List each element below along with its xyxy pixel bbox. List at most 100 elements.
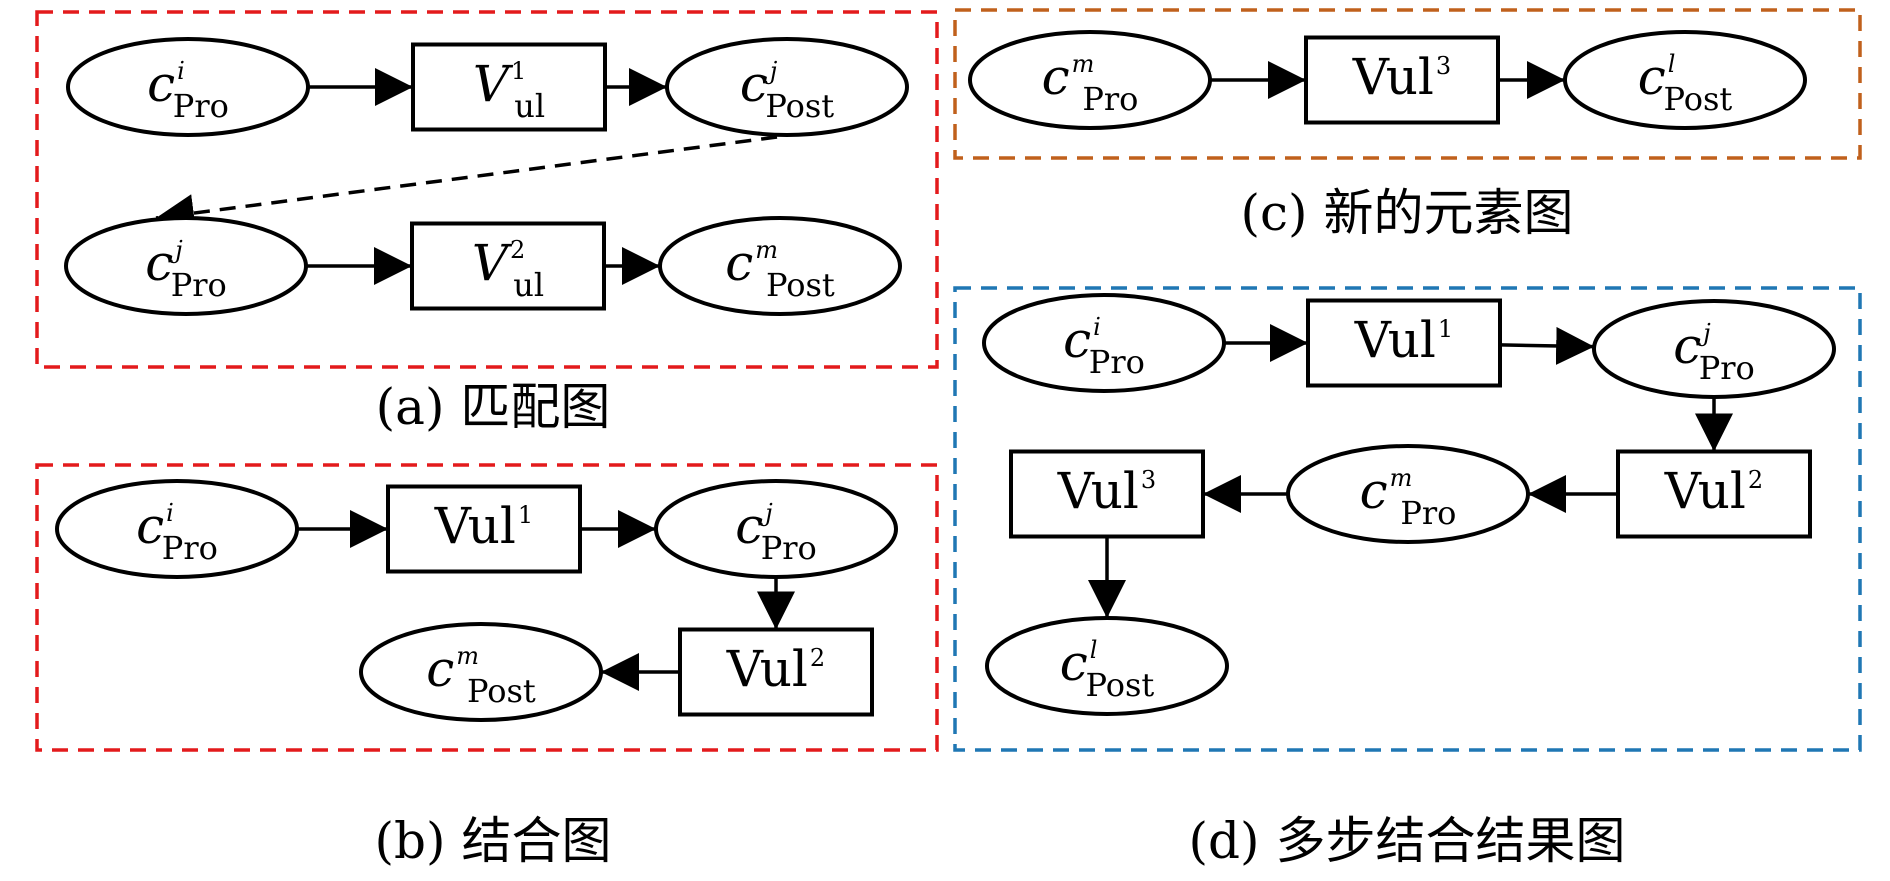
node-b1-superscript: i bbox=[166, 499, 174, 527]
caption-a: (a) 匹配图 bbox=[376, 378, 611, 436]
node-c3-outline bbox=[1563, 30, 1807, 130]
node-d1-outline bbox=[982, 293, 1226, 393]
node-c3-superscript: l bbox=[1668, 50, 1676, 78]
caption-c: (c) 新的元素图 bbox=[1241, 184, 1574, 242]
node-c2-label: Vul3 bbox=[1352, 48, 1451, 106]
node-a2-outline bbox=[411, 42, 607, 132]
node-d4-superscript: 2 bbox=[1748, 466, 1763, 494]
node-a2-superscript: 1 bbox=[511, 57, 526, 85]
node-a1-superscript: i bbox=[177, 57, 185, 85]
node-d4-symbol: Vul bbox=[1664, 462, 1746, 520]
node-a4-symbol: c bbox=[145, 234, 173, 292]
node-b4-superscript: 2 bbox=[810, 644, 825, 672]
node-c1-outline bbox=[968, 30, 1212, 130]
node-a1-symbol: c bbox=[147, 55, 175, 113]
node-d2-superscript: 1 bbox=[1438, 315, 1453, 343]
edge-a3-to-a4 bbox=[155, 135, 778, 232]
node-d4-outline bbox=[1616, 449, 1812, 539]
node-b4-vulnerability-box: Vul2 bbox=[678, 627, 874, 717]
node-a1-subscript: Pro bbox=[173, 87, 229, 125]
node-d3-symbol: c bbox=[1673, 317, 1701, 375]
node-a5-outline bbox=[410, 221, 606, 311]
edge-d2-to-d3 bbox=[1499, 326, 1595, 365]
node-a2-symbol: V bbox=[473, 55, 514, 113]
node-b2-vulnerability-box: Vul1 bbox=[386, 484, 582, 574]
node-b5-outline bbox=[359, 622, 603, 722]
node-d2-symbol: Vul bbox=[1354, 311, 1436, 369]
node-d1-subscript: Pro bbox=[1089, 343, 1145, 381]
node-b3-subscript: Pro bbox=[761, 529, 817, 567]
node-d7-symbol: c bbox=[1060, 634, 1088, 692]
node-b2-label: Vul1 bbox=[434, 497, 533, 555]
node-d2-vulnerability-box: Vul1 bbox=[1306, 298, 1502, 388]
node-d6-outline bbox=[1009, 449, 1205, 539]
node-a6-symbol: c bbox=[725, 234, 753, 292]
node-a3-subscript: Post bbox=[765, 87, 834, 125]
node-c1-superscript: m bbox=[1072, 50, 1095, 78]
node-c2-symbol: Vul bbox=[1352, 48, 1434, 106]
node-a3-symbol: c bbox=[740, 55, 768, 113]
node-a6-superscript: m bbox=[755, 236, 778, 264]
node-b4-label: Vul2 bbox=[726, 640, 825, 698]
node-b4-symbol: Vul bbox=[726, 640, 808, 698]
node-b1-subscript: Pro bbox=[162, 529, 218, 567]
node-a6-outline bbox=[658, 216, 902, 316]
node-b2-outline bbox=[386, 484, 582, 574]
node-a3-outline bbox=[665, 37, 909, 137]
node-a4-outline bbox=[64, 216, 308, 316]
node-a5-symbol: V bbox=[472, 234, 513, 292]
node-b3-symbol: c bbox=[735, 497, 763, 555]
node-c3-subscript: Post bbox=[1663, 80, 1732, 118]
caption-b: (b) 结合图 bbox=[375, 812, 612, 870]
node-a5-subscript: ul bbox=[513, 266, 544, 304]
node-d6-superscript: 3 bbox=[1141, 466, 1156, 494]
node-d5-superscript: m bbox=[1390, 464, 1413, 492]
node-c2-outline bbox=[1304, 35, 1500, 125]
node-a1-outline bbox=[66, 37, 310, 137]
node-d4-label: Vul2 bbox=[1664, 462, 1763, 520]
node-b2-superscript: 1 bbox=[518, 501, 533, 529]
node-b3-outline bbox=[654, 479, 898, 579]
node-d4-vulnerability-box: Vul2 bbox=[1616, 449, 1812, 539]
node-d1-symbol: c bbox=[1063, 311, 1091, 369]
node-d2-outline bbox=[1306, 298, 1502, 388]
node-a6-subscript: Post bbox=[766, 266, 835, 304]
node-b1-outline bbox=[55, 479, 299, 579]
node-d6-label: Vul3 bbox=[1057, 462, 1156, 520]
node-d7-subscript: Post bbox=[1085, 666, 1154, 704]
node-c3-symbol: c bbox=[1638, 48, 1666, 106]
node-d5-subscript: Pro bbox=[1400, 494, 1456, 532]
panel-c-frame bbox=[953, 8, 1862, 160]
caption-d: (d) 多步结合结果图 bbox=[1189, 812, 1626, 870]
node-d6-vulnerability-box: Vul3 bbox=[1009, 449, 1205, 539]
node-b4-outline bbox=[678, 627, 874, 717]
node-d7-superscript: l bbox=[1090, 636, 1098, 664]
